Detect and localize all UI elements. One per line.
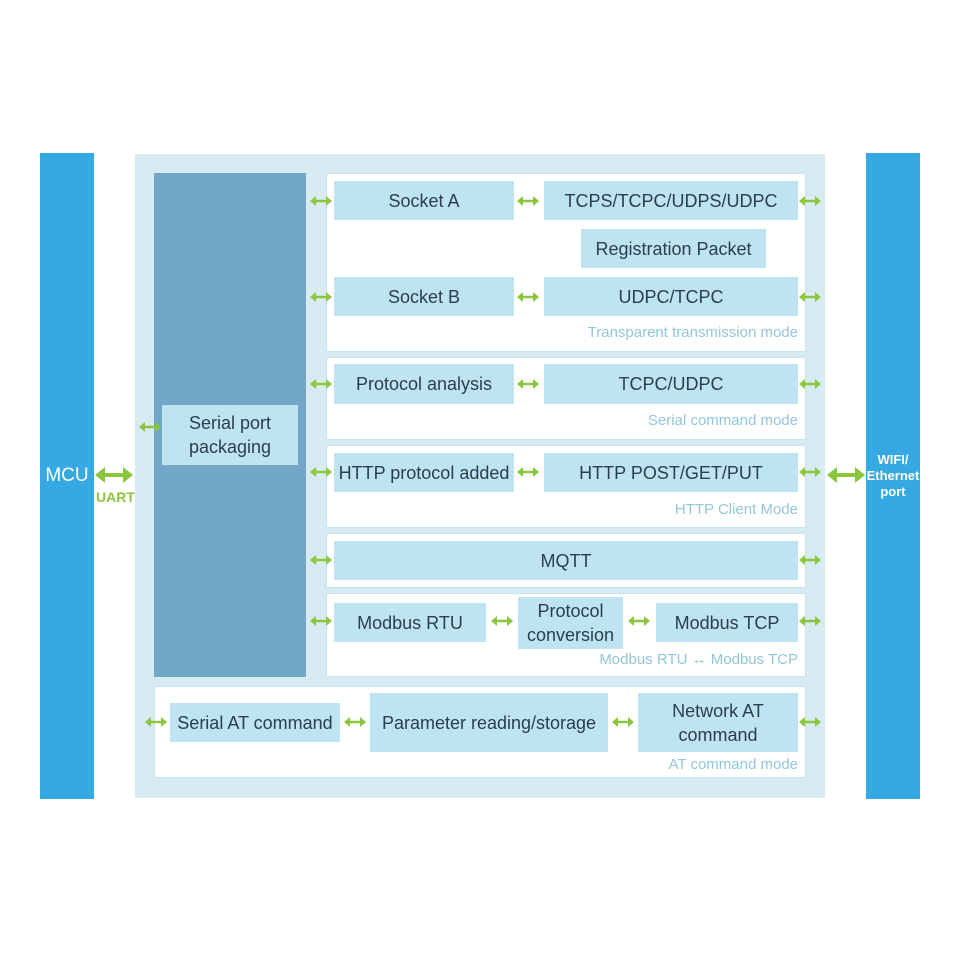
serial-command-mode-label: Serial command mode [647,412,798,429]
mcu-uart-arrow [93,465,135,485]
network-at-command-box: Network AT command [638,693,798,752]
socket-a-box: Socket A [334,181,514,220]
protocol-conversion-box: Protocol conversion [518,597,623,649]
modbus-mode-label: Modbus RTU ↔ Modbus TCP [599,651,798,668]
modbus-tcp-box: Modbus TCP [656,603,798,642]
parameter-storage-box: Parameter reading/storage [370,693,608,752]
mcu-bar: MCU [40,153,94,799]
http-client-mode-label: HTTP Client Mode [674,501,798,518]
at-command-mode-label: AT command mode [668,756,799,773]
socket-b-protocols-box: UDPC/TCPC [544,277,798,316]
socket-a-protocols-box: TCPS/TCPC/UDPS/UDPC [544,181,798,220]
modbus-rtu-box: Modbus RTU [334,603,486,642]
uart-label: UART [96,489,135,505]
ethernet-arrow [825,465,867,485]
socket-b-box: Socket B [334,277,514,316]
wifi-ethernet-bar: WIFI/ Ethernet port [866,153,920,799]
http-methods-box: HTTP POST/GET/PUT [544,453,798,492]
mcu-label: MCU [45,465,89,486]
tcpc-udpc-box: TCPC/UDPC [544,364,798,404]
protocol-analysis-box: Protocol analysis [334,364,514,404]
serial-at-command-box: Serial AT command [170,703,340,742]
wifi-ethernet-label: WIFI/ Ethernet port [866,452,920,499]
transparent-mode-label: Transparent transmission mode [587,324,798,341]
registration-packet-box: Registration Packet [581,229,766,268]
serial-port-packaging-box: Serial port packaging [162,405,298,465]
http-protocol-added-box: HTTP protocol added [334,453,514,492]
mqtt-box: MQTT [334,541,798,580]
